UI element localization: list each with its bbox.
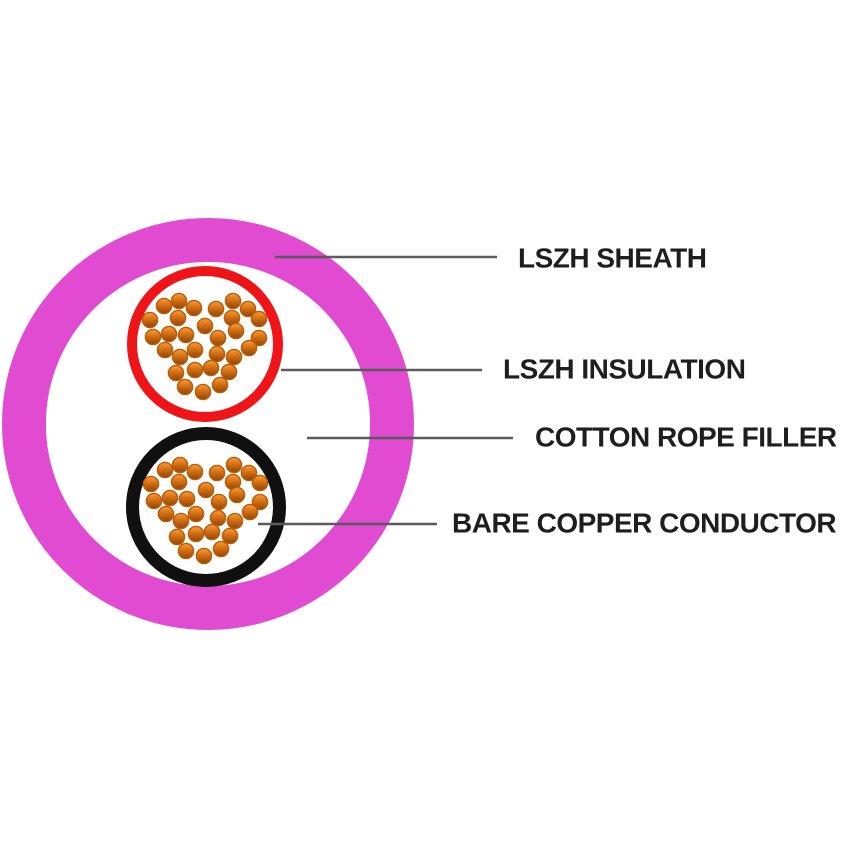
copper-strand (177, 326, 195, 344)
copper-strand (144, 328, 162, 346)
copper-strand (210, 493, 228, 511)
copper-strand (186, 463, 204, 481)
copper-strand (194, 383, 212, 401)
top-conductor-strands (141, 292, 268, 401)
label-cotton-rope-filler: COTTON ROPE FILLER (535, 422, 837, 453)
copper-strand (195, 547, 213, 565)
copper-strand (208, 464, 226, 482)
copper-strand (251, 493, 269, 511)
copper-strand (185, 299, 203, 317)
copper-strand (221, 527, 239, 545)
copper-strand (226, 512, 244, 530)
copper-strand (171, 348, 189, 366)
label-lszh-sheath: LSZH SHEATH (518, 243, 706, 274)
copper-strand (145, 492, 163, 510)
copper-strand (225, 348, 243, 366)
copper-strand (220, 363, 238, 381)
copper-strand (197, 481, 215, 499)
label-lszh-insulation: LSZH INSULATION (503, 354, 745, 385)
bottom-conductor-strands (142, 456, 269, 565)
copper-strand (250, 329, 268, 347)
copper-strand (170, 473, 188, 491)
copper-strand (161, 489, 179, 507)
copper-strand (240, 464, 258, 482)
lszh-sheath-ring (2, 218, 414, 630)
copper-strand (227, 322, 245, 340)
copper-strand (156, 341, 174, 359)
copper-strand (240, 339, 258, 357)
copper-strand (186, 361, 204, 379)
copper-strand (187, 525, 205, 543)
copper-strand (224, 292, 242, 310)
copper-strand (178, 490, 196, 508)
label-bare-copper-conductor: BARE COPPER CONDUCTOR (452, 508, 836, 539)
copper-strand (142, 475, 160, 493)
copper-strand (207, 300, 225, 318)
copper-strand (168, 528, 186, 546)
copper-strand (212, 540, 230, 558)
copper-strand (160, 325, 178, 343)
copper-strand (186, 341, 204, 359)
copper-strand (250, 310, 268, 328)
copper-strand (176, 378, 194, 396)
copper-strand (239, 300, 257, 318)
copper-strand (228, 486, 246, 504)
copper-strand (241, 503, 259, 521)
copper-strand (211, 376, 229, 394)
copper-strand (225, 456, 243, 474)
copper-strand (251, 474, 269, 492)
copper-strand (209, 509, 227, 527)
copper-strand (155, 297, 173, 315)
copper-strand (167, 364, 185, 382)
copper-strand (169, 309, 187, 327)
copper-strand (209, 329, 227, 347)
copper-strand (156, 461, 174, 479)
copper-strand (171, 456, 189, 474)
copper-strand (202, 359, 220, 377)
copper-strand (157, 505, 175, 523)
copper-strand (196, 317, 214, 335)
copper-strand (208, 345, 226, 363)
copper-strand (187, 505, 205, 523)
copper-strand (172, 512, 190, 530)
copper-strand (177, 542, 195, 560)
copper-strand (170, 292, 188, 310)
copper-strand (141, 311, 159, 329)
copper-strand (203, 523, 221, 541)
